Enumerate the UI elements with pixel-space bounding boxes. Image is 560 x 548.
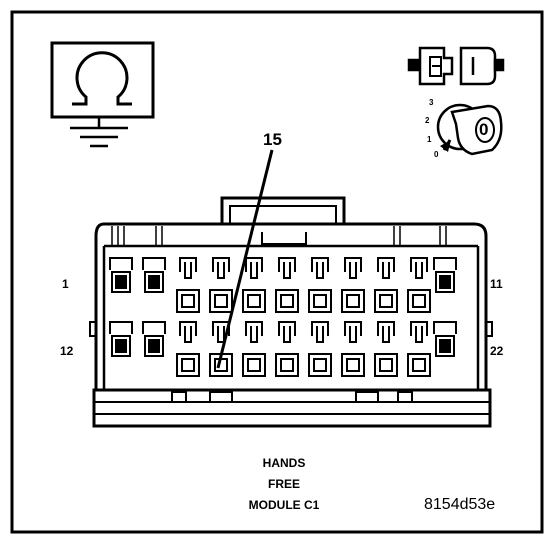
pin-20 [374,321,398,377]
pin-2 [142,257,166,293]
switch-position-1: 1 [427,135,432,144]
caption-line-3: MODULE C1 [248,498,320,512]
callout-leader [216,149,274,369]
ohm-meter-icon [50,41,155,148]
ignition-switch-icon [436,103,503,156]
pin-label-22: 22 [490,344,504,358]
pin-12 [109,321,133,357]
pin-7 [308,257,332,313]
pin-19 [341,321,365,377]
pin-21 [407,321,431,377]
pin-16 [242,321,266,377]
pin-9 [374,257,398,313]
switch-position-3: 3 [429,98,434,107]
pin-row-bottom [109,321,457,357]
pin-row-top-square [176,257,431,313]
pin-callout-label: 15 [263,130,282,149]
pin-4 [209,257,233,313]
pin-8 [341,257,365,313]
connector-plug-icon [407,46,505,86]
figure-border [10,10,544,534]
pin-row-top [109,257,457,293]
caption-line-1: HANDS [262,456,306,470]
pin-1 [109,257,133,293]
pin-5 [242,257,266,313]
pin-18 [308,321,332,377]
pin-14 [176,321,200,377]
pin-11 [433,257,457,293]
switch-key-mark: 0 [479,120,489,139]
pin-label-11: 11 [490,277,503,291]
pin-6 [275,257,299,313]
pin-17 [275,321,299,377]
pin-22 [433,321,457,357]
pin-10 [407,257,431,313]
pin-label-1: 1 [62,277,69,291]
switch-position-2: 2 [425,116,430,125]
connector-housing [89,196,493,428]
pin-label-12: 12 [60,344,74,358]
caption-line-2: FREE [267,477,300,491]
pin-row-bottom-square [176,321,431,377]
switch-position-0: 0 [434,150,439,159]
pin-3 [176,257,200,313]
pin-13 [142,321,166,357]
figure-id: 8154d53e [424,496,496,513]
